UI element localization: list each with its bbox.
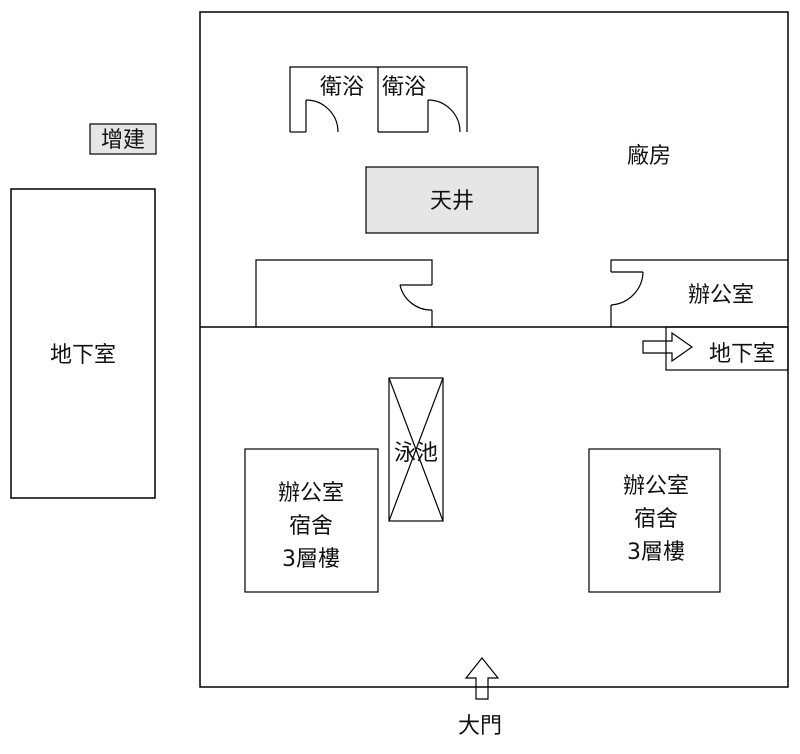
building-right-box (588, 448, 721, 593)
site-outline (199, 11, 789, 688)
basement-right-label: 地下室 (709, 342, 775, 367)
building-right-line-3: 3層樓 (627, 540, 685, 565)
building-right-line-1: 辦公室 (623, 474, 689, 499)
pool-box (388, 377, 444, 522)
building-left-line-2: 宿舍 (289, 514, 333, 539)
office-right-room (610, 259, 788, 327)
office-right-label: 辦公室 (688, 283, 754, 308)
main-gate-label: 大門 (458, 714, 502, 739)
addition-box (89, 123, 157, 155)
factory-label: 廠房 (627, 144, 671, 169)
inner-room-left (255, 259, 433, 327)
basement-left-label: 地下室 (50, 343, 116, 368)
arrow-right-icon (642, 331, 694, 363)
courtyard-label: 天井 (430, 189, 474, 214)
bathroom-2-label: 衛浴 (382, 75, 426, 100)
addition-label: 增建 (101, 128, 145, 153)
courtyard-box (365, 166, 539, 234)
bathroom-block (289, 66, 468, 133)
building-left-box (244, 448, 379, 593)
building-left-line-1: 辦公室 (278, 481, 344, 506)
arrow-up-icon (464, 657, 500, 700)
basement-left-room (10, 188, 156, 499)
basement-right-box (665, 326, 789, 371)
pool-label: 泳池 (394, 441, 438, 466)
building-left-line-3: 3層樓 (282, 547, 340, 572)
bathroom-1-label: 衛浴 (320, 75, 364, 100)
building-right-line-2: 宿舍 (634, 507, 678, 532)
